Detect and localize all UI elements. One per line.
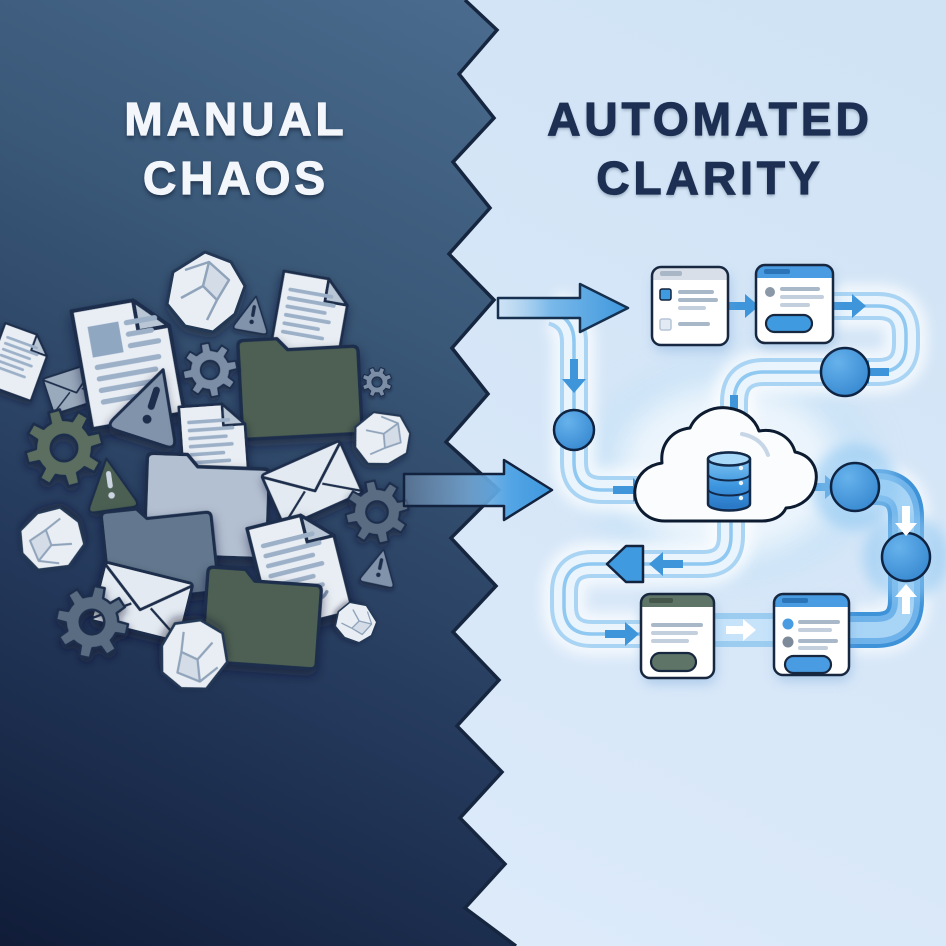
back-arrow-marker: [605, 544, 645, 584]
arrow-under-cloud-left: [649, 552, 683, 576]
task-card-checklist: [650, 265, 730, 351]
task-card-report: [639, 592, 716, 684]
chaos-to-clarity-arrow: [402, 458, 554, 522]
flow-node-top-right: [819, 346, 871, 398]
card-button: [783, 654, 833, 675]
triangle-icon: [359, 548, 394, 589]
jagged-divider: [443, 0, 518, 946]
gear-icon: [344, 479, 410, 545]
flow-entry-arrow: [496, 282, 630, 334]
pipe-bottom-loop: [542, 512, 753, 656]
gear-icon: [24, 408, 104, 488]
flow-node-cloud-out: [811, 443, 899, 531]
crumple-icon: [165, 250, 247, 334]
gear-icon: [181, 341, 239, 399]
arrow-into-card3: [605, 622, 639, 646]
left-title: MANUAL CHAOS: [0, 90, 472, 208]
cloud-database: [633, 406, 818, 523]
left-title-line1: MANUAL: [124, 92, 348, 145]
pipe-top-loop: [712, 284, 928, 430]
crumple-icon: [334, 601, 378, 644]
folder-icon: [236, 336, 364, 441]
triangle-icon: [88, 457, 139, 514]
task-card-status: [772, 592, 851, 681]
right-title-line1: AUTOMATED: [547, 92, 873, 145]
document-icon: [0, 322, 48, 402]
chaos-cluster: [0, 250, 412, 691]
card-button: [764, 313, 814, 334]
right-title-line2: CLARITY: [596, 151, 824, 204]
gear-icon: [361, 366, 393, 398]
arrow-card3-card4: [726, 619, 756, 641]
flow-node-right-mid: [862, 513, 946, 601]
task-card-detail: [754, 263, 835, 349]
right-title: AUTOMATED CLARITY: [474, 90, 946, 208]
gear-icon: [54, 584, 130, 660]
flow-node-left: [552, 408, 596, 452]
database-icon: [706, 451, 752, 512]
arrow-right-pipe-down: [895, 506, 917, 536]
arrow-card1-card2: [725, 294, 759, 318]
crumple-icon: [18, 506, 86, 571]
card-button: [649, 651, 698, 673]
left-title-line2: CHAOS: [142, 151, 330, 204]
triangle-icon: [232, 295, 268, 335]
cloud-highlight: [740, 432, 770, 457]
arrow-down-left-pipe: [562, 359, 586, 393]
arrow-card2-out: [832, 294, 866, 318]
crumple-icon: [354, 411, 412, 466]
crumple-icon: [160, 618, 229, 691]
document-icon: [267, 269, 349, 371]
arrow-right-pipe-up: [895, 584, 917, 614]
triangle-icon: [108, 368, 177, 449]
